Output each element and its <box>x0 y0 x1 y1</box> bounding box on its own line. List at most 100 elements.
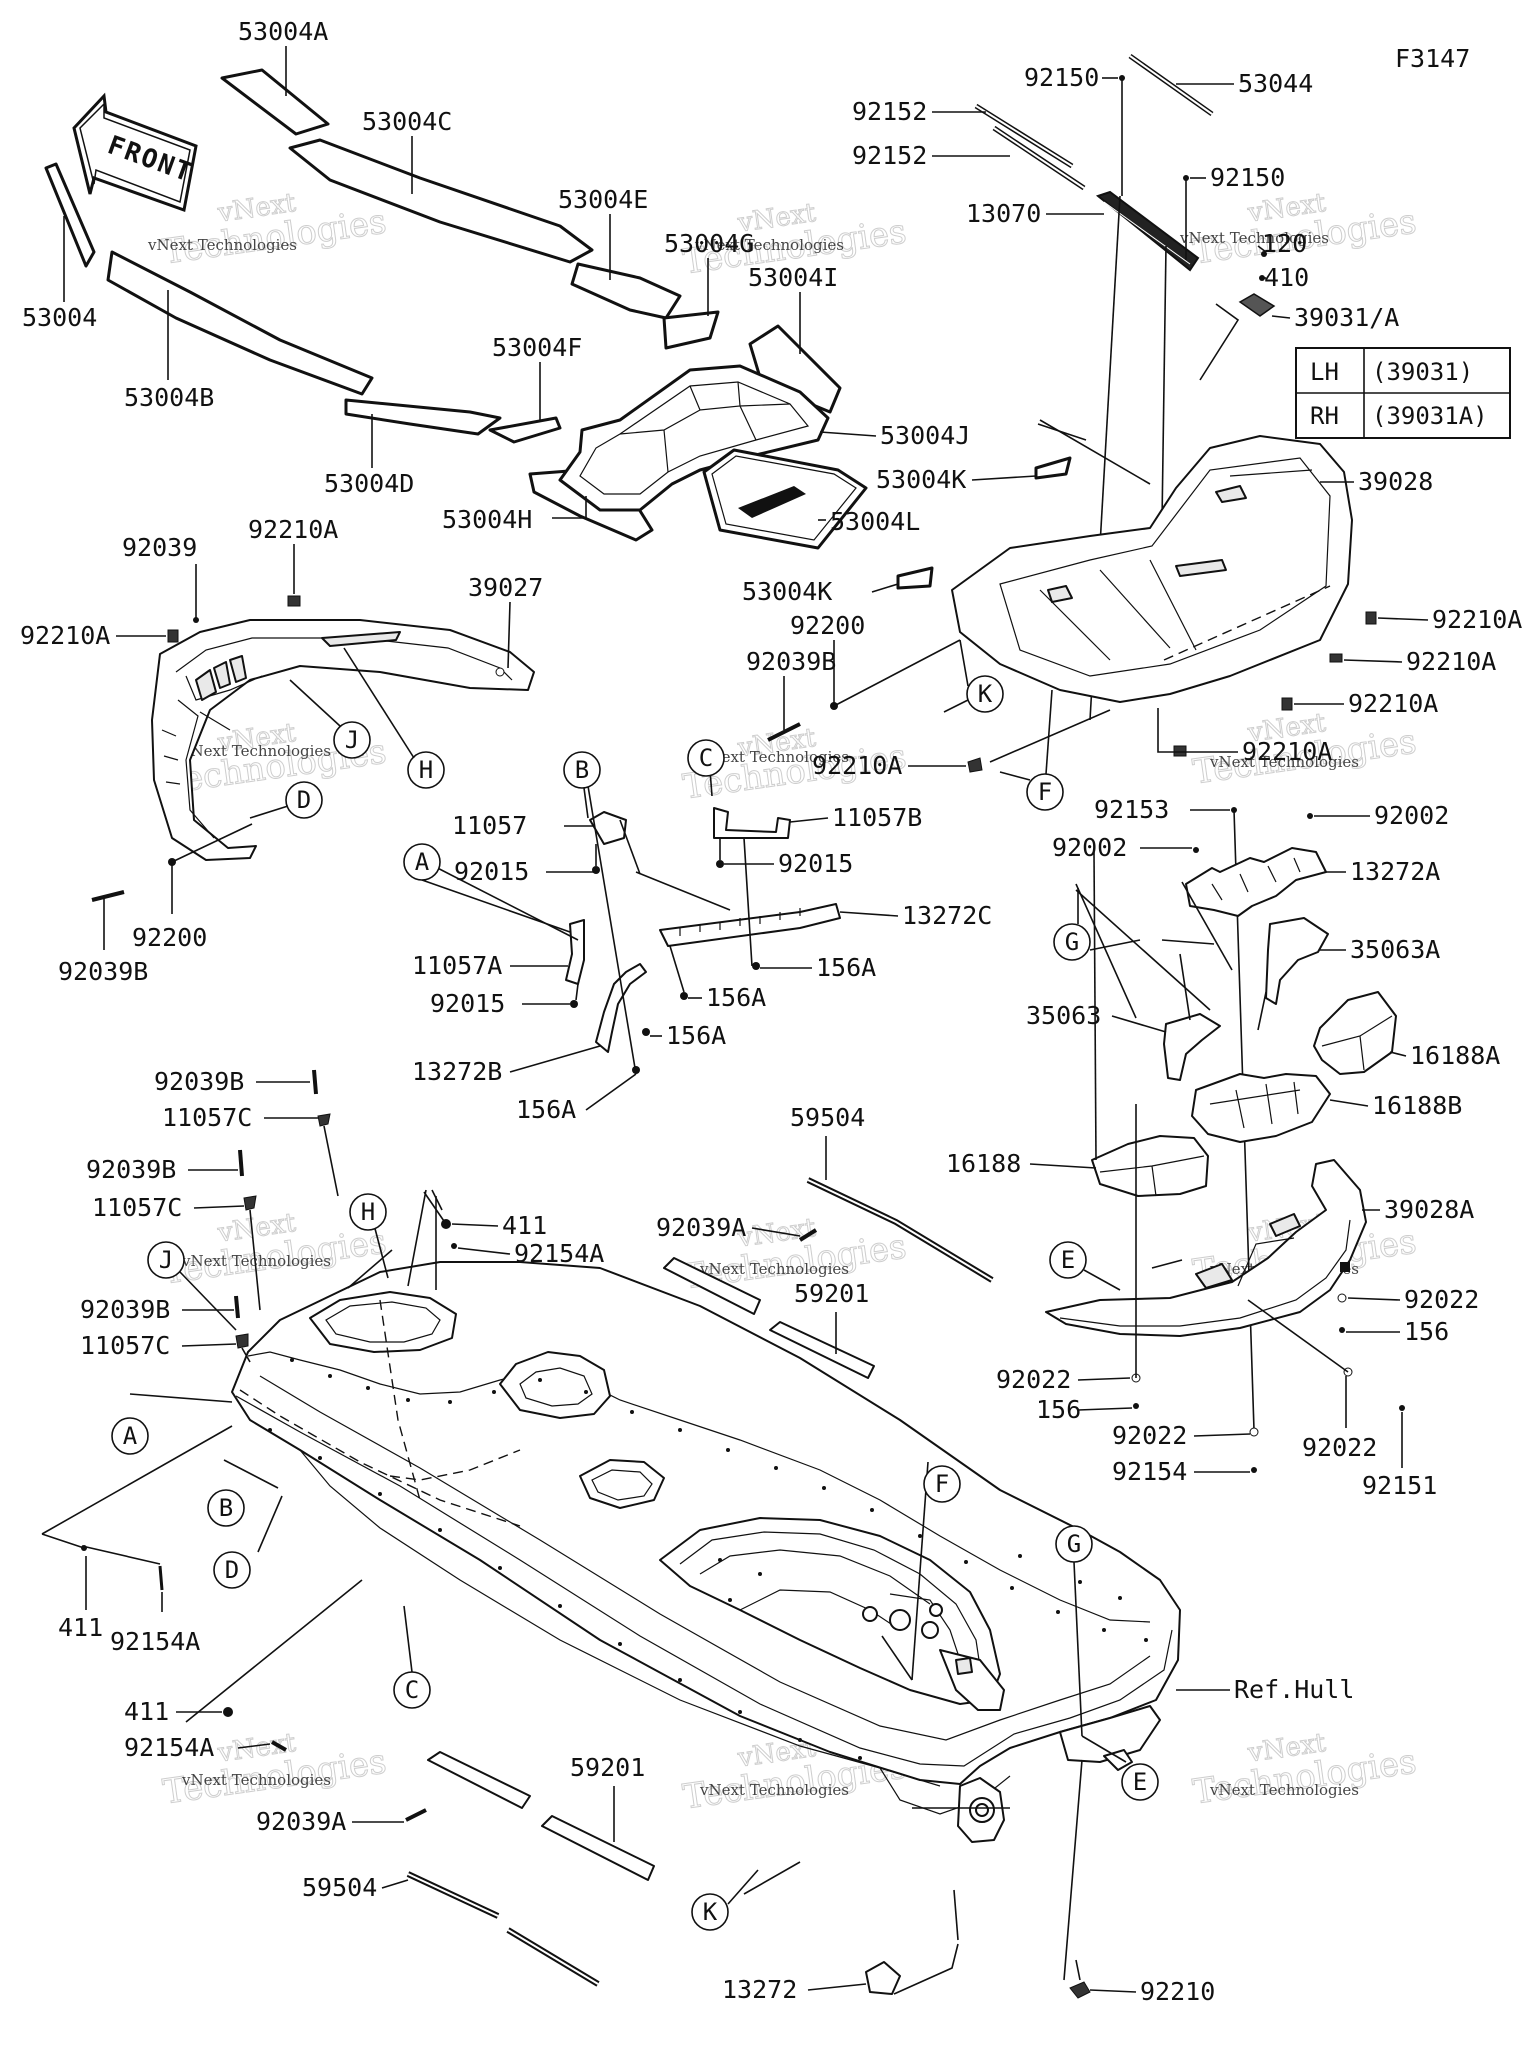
label-156A-4: 156A <box>516 1095 576 1124</box>
callout-F-upper: F <box>1038 778 1052 806</box>
callout-F-hull: F <box>935 1470 949 1498</box>
label-92002-b: 92002 <box>1374 801 1449 830</box>
label-35063: 35063 <box>1026 1001 1101 1030</box>
callout-H-upper: H <box>419 756 433 784</box>
strap-labels: 92150 53044 92152 92152 92150 13070 120 … <box>852 63 1399 332</box>
label-156-b: 156 <box>1036 1395 1081 1424</box>
label-92002-a: 92002 <box>1052 833 1127 862</box>
label-ref-hull: Ref.Hull <box>1234 1675 1354 1704</box>
callout-H-hull: H <box>361 1198 375 1226</box>
shield-group <box>1045 807 1405 1473</box>
label-16188A: 16188A <box>1410 1041 1500 1070</box>
label-411-b: 411 <box>58 1613 103 1642</box>
callout-G-upper: G <box>1065 928 1079 956</box>
label-13272A: 13272A <box>1350 857 1440 886</box>
label-156A-2: 156A <box>706 983 766 1012</box>
watermark-small: vNext Technologies <box>147 236 297 254</box>
label-11057: 11057 <box>452 811 527 840</box>
label-92022-b: 92022 <box>996 1365 1071 1394</box>
label-53044: 53044 <box>1238 69 1313 98</box>
label-16188B: 16188B <box>1372 1091 1462 1120</box>
label-11057C-1: 11057C <box>162 1103 252 1132</box>
decal-53004E <box>570 262 682 320</box>
label-92154A-b: 92154A <box>110 1627 200 1656</box>
label-11057A: 11057A <box>412 951 502 980</box>
hull-fastener-labels: 92039B 11057C 92039B 11057C 92039B 11057… <box>58 1067 604 1762</box>
label-92022-d: 92022 <box>1302 1433 1377 1462</box>
decal-53004G <box>662 310 720 350</box>
label-92210A-2: 92210A <box>1406 647 1496 676</box>
label-39031A: 39031/A <box>1294 303 1399 332</box>
bracket-11057 <box>589 811 627 845</box>
label-92039: 92039 <box>122 533 197 562</box>
label-16188: 16188 <box>946 1149 1021 1178</box>
watermark-small: vNext Technologies <box>181 1252 331 1270</box>
side-table-rh: RH <box>1310 402 1339 430</box>
callout-C-upper: C <box>699 744 713 772</box>
decal-set <box>44 68 1072 590</box>
callout-A-hull: A <box>123 1422 138 1450</box>
shield-labels: 92153 92002 92002 13272A 35063A 35063 16… <box>946 795 1500 1500</box>
label-92210A-4: 92210A <box>1242 737 1332 766</box>
label-92200-right: 92200 <box>790 611 865 640</box>
bracket-35063 <box>1163 1013 1221 1081</box>
part-39028-cover <box>951 419 1353 703</box>
callout-A-upper: A <box>415 848 430 876</box>
label-92154A-a: 92154A <box>514 1239 604 1268</box>
decal-53004B <box>106 250 374 396</box>
label-11057C-3: 11057C <box>80 1331 170 1360</box>
label-53004H: 53004H <box>442 505 532 534</box>
watermark-small: vNext Technologies <box>1209 1781 1359 1799</box>
label-92210: 92210 <box>1140 1977 1215 2006</box>
callout-B-upper: B <box>575 756 589 784</box>
callout-D-hull: D <box>225 1556 239 1584</box>
rail-59201-upper-b <box>769 1321 875 1379</box>
watermark-small: vNext Technologies <box>1179 229 1329 247</box>
label-53004J: 53004J <box>880 421 970 450</box>
label-53004L: 53004L <box>830 507 920 536</box>
label-13272B: 13272B <box>412 1057 502 1086</box>
watermark-small: vNext Technologies <box>699 1260 849 1278</box>
bracket-11057B <box>713 807 791 839</box>
label-92153: 92153 <box>1094 795 1169 824</box>
label-59201-lower: 59201 <box>570 1753 645 1782</box>
watermark-small: vNext Technologies <box>181 742 331 760</box>
label-92015-b: 92015 <box>778 849 853 878</box>
label-39028: 39028 <box>1358 467 1433 496</box>
decal-53004A <box>220 68 330 136</box>
hull <box>231 1261 1181 1843</box>
label-53004K-upper: 53004K <box>876 465 966 494</box>
label-39027: 39027 <box>468 573 543 602</box>
label-92039A-upper: 92039A <box>656 1213 746 1242</box>
grip-13070 <box>1095 190 1200 272</box>
label-92152-b: 92152 <box>852 141 927 170</box>
label-13070: 13070 <box>966 199 1041 228</box>
label-92039B-2: 92039B <box>86 1155 176 1184</box>
label-92150-a: 92150 <box>1024 63 1099 92</box>
label-156A-1: 156A <box>816 953 876 982</box>
rail-59201-upper-a <box>663 1257 761 1315</box>
decal-53004D <box>344 398 502 436</box>
label-92039B-1: 92039B <box>154 1067 244 1096</box>
callout-B-hull: B <box>219 1494 233 1522</box>
label-92210A-6: 92210A <box>248 515 338 544</box>
watermark-small: vNext Technologies <box>699 748 849 766</box>
bracket-labels: 11057 92015 11057B 92015 13272C 156A 110… <box>412 803 992 1124</box>
watermark-small: vNext Technologies <box>181 1771 331 1789</box>
callout-J-hull: J <box>159 1246 173 1274</box>
label-53004G: 53004G <box>664 229 754 258</box>
label-53004B: 53004B <box>124 383 214 412</box>
decal-53004 <box>44 162 96 268</box>
label-92151: 92151 <box>1362 1471 1437 1500</box>
side-table-lh: LH <box>1310 358 1339 386</box>
label-92210A-5: 92210A <box>812 751 902 780</box>
label-35063A: 35063A <box>1350 935 1440 964</box>
callouts: K F H J D B C A G E H J <box>111 639 1159 1931</box>
label-53004A: 53004A <box>238 17 328 46</box>
shield-39028A <box>1045 1159 1367 1337</box>
decal-53004L <box>702 448 868 550</box>
label-411-c: 411 <box>124 1697 169 1726</box>
hull-guides <box>41 1189 1127 1981</box>
label-53004: 53004 <box>22 303 97 332</box>
